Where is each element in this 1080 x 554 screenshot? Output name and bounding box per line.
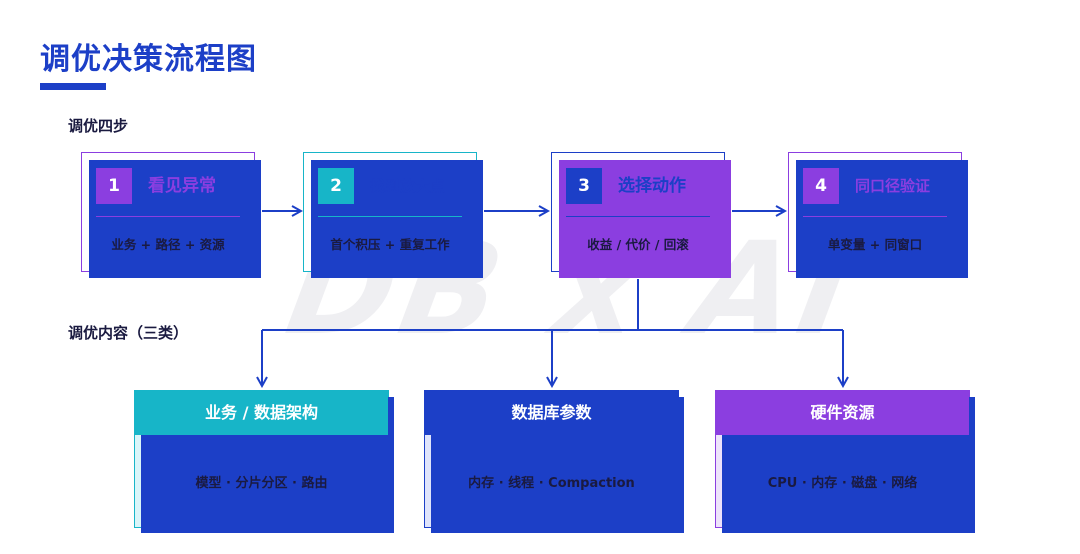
category-card-hardware: 硬件资源 CPU · 内存 · 磁盘 · 网络 (715, 390, 975, 533)
step-card-3: 3 选择动作 收益 / 代价 / 回滚 (551, 152, 731, 278)
step-title: 找到放大点 (370, 177, 446, 195)
category-card-business-architecture: 业务 / 数据架构 模型 · 分片分区 · 路由 (134, 390, 394, 533)
step-title: 选择动作 (618, 176, 686, 196)
step-card-1: 1 看见异常 业务 + 路径 + 资源 (81, 152, 261, 278)
step-card-2: 2 找到放大点 首个积压 + 重复工作 (303, 152, 483, 278)
step-title: 看见异常 (148, 176, 216, 196)
step-number: 2 (318, 168, 354, 204)
step-divider (803, 216, 947, 217)
category-body: CPU · 内存 · 磁盘 · 网络 (767, 475, 918, 491)
step-divider (566, 216, 710, 217)
category-header: 硬件资源 (716, 391, 969, 435)
section-label-content: 调优内容（三类） (68, 324, 189, 342)
category-header: 业务 / 数据架构 (135, 391, 388, 435)
step-divider (318, 216, 462, 217)
step-number: 4 (803, 168, 839, 204)
step-number: 1 (96, 168, 132, 204)
step-description: 单变量 + 同窗口 (827, 237, 923, 252)
step-title: 同口径验证 (855, 177, 931, 195)
page-title: 调优决策流程图 (40, 42, 257, 77)
step-number: 3 (566, 168, 602, 204)
category-body: 内存 · 线程 · Compaction (468, 475, 635, 491)
section-label-steps: 调优四步 (68, 117, 129, 135)
step-card-4: 4 同口径验证 单变量 + 同窗口 (788, 152, 968, 278)
category-body: 模型 · 分片分区 · 路由 (195, 475, 328, 491)
category-header: 数据库参数 (425, 391, 678, 435)
step-description: 首个积压 + 重复工作 (330, 237, 450, 252)
step-description: 业务 + 路径 + 资源 (111, 237, 225, 252)
category-card-db-params: 数据库参数 内存 · 线程 · Compaction (424, 390, 684, 533)
step-divider (96, 216, 240, 217)
title-underline (40, 83, 106, 90)
step-description: 收益 / 代价 / 回滚 (587, 237, 689, 252)
